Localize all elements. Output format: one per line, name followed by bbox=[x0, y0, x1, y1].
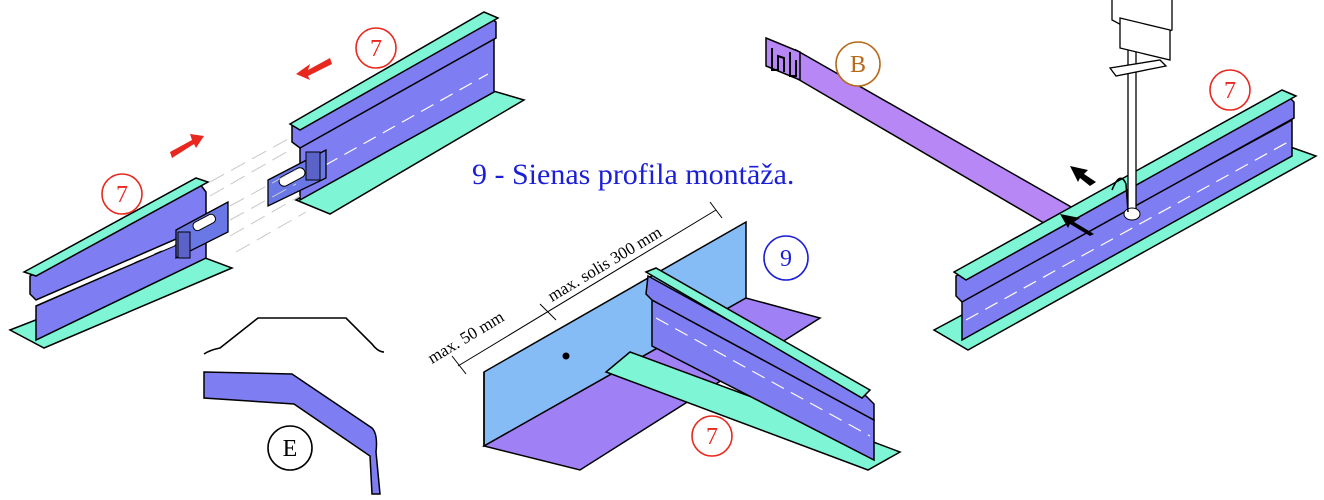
svg-text:9: 9 bbox=[780, 246, 792, 272]
main-runner-profile-center bbox=[604, 267, 902, 471]
main-runner-profile-right bbox=[932, 89, 1318, 351]
dimension-lines bbox=[451, 201, 723, 375]
svg-text:B: B bbox=[850, 52, 866, 78]
main-runner-profile-left bbox=[8, 177, 235, 349]
label-9: 9 bbox=[763, 235, 809, 281]
label-7-left: 7 bbox=[101, 173, 143, 215]
label-7-right: 7 bbox=[1209, 69, 1251, 111]
lift-arrow bbox=[1070, 166, 1096, 186]
label-7-upper: 7 bbox=[355, 27, 397, 69]
label-7-center: 7 bbox=[691, 415, 733, 457]
svg-text:E: E bbox=[283, 436, 298, 462]
suspension-rod bbox=[1108, 0, 1173, 221]
diagram-title: 9 - Sienas profila montāža. bbox=[472, 158, 794, 191]
alignment-guide-lines bbox=[209, 137, 307, 253]
clip-arrow bbox=[1060, 214, 1094, 236]
label-e: E bbox=[267, 425, 313, 471]
push-arrow-right bbox=[170, 134, 204, 158]
connector-clip-left bbox=[175, 200, 229, 260]
label-b: B bbox=[835, 41, 881, 87]
profile-section-outline bbox=[203, 317, 385, 355]
screw-hole-dot bbox=[562, 352, 570, 360]
svg-text:7: 7 bbox=[370, 36, 382, 62]
profile-section-strip bbox=[203, 371, 381, 495]
svg-text:7: 7 bbox=[116, 182, 128, 208]
connector-clip-upper bbox=[267, 148, 327, 208]
hanger-strip bbox=[765, 36, 1082, 238]
svg-text:7: 7 bbox=[706, 424, 718, 450]
svg-text:7: 7 bbox=[1224, 78, 1236, 104]
dimension-max-edge: max. 50 mm bbox=[424, 307, 507, 367]
main-runner-profile-upper bbox=[267, 11, 526, 215]
push-arrow-left bbox=[296, 58, 332, 80]
